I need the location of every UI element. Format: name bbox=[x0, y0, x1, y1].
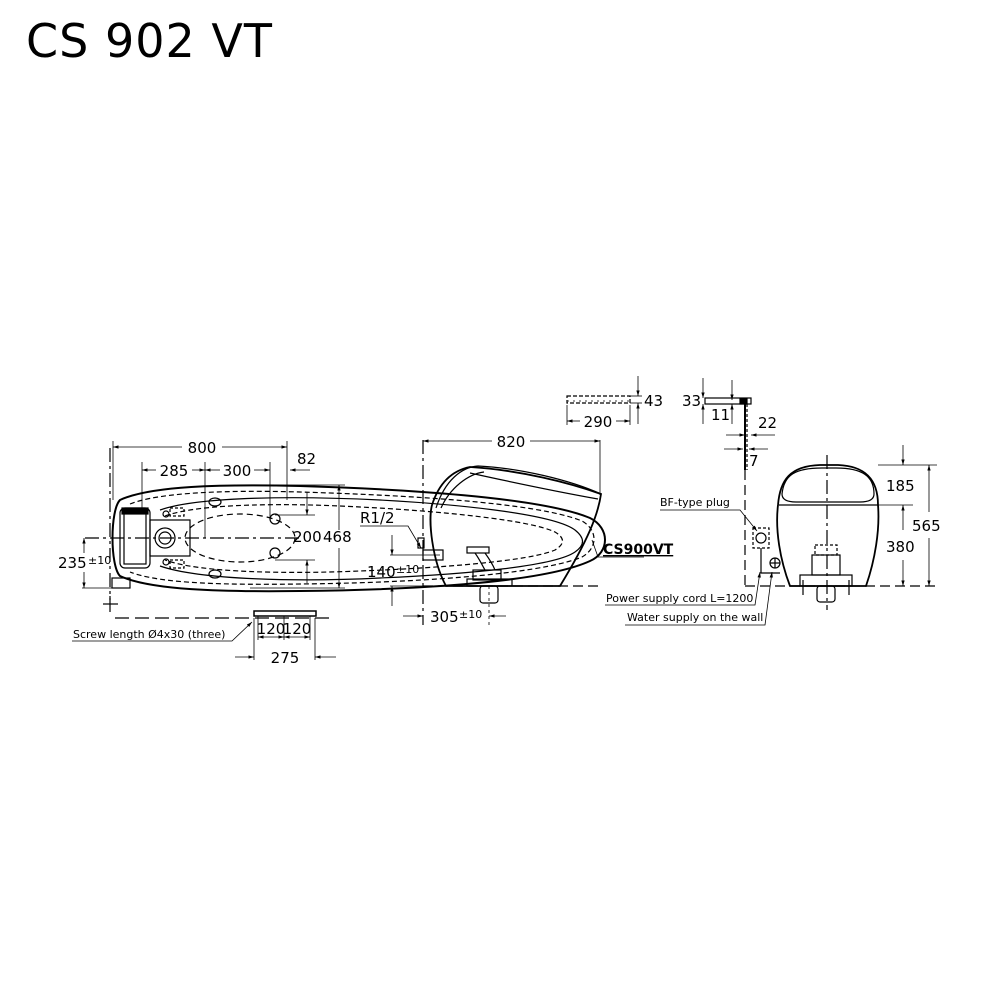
dim-hole-spacing: 200 bbox=[293, 528, 322, 546]
dim-bracket-left: 120 bbox=[257, 620, 286, 638]
dim-bowl-height: 380 bbox=[886, 538, 915, 556]
dim-holder-depth: 11 bbox=[711, 406, 730, 424]
dim-overall-width: 468 bbox=[323, 528, 352, 546]
dim-side-length: 820 bbox=[497, 433, 526, 451]
dim-supply-height-tol: ±10 bbox=[396, 563, 419, 576]
plug-label: BF-type plug bbox=[660, 496, 730, 509]
dim-to-center: 285 bbox=[160, 462, 189, 480]
remote-view bbox=[566, 376, 642, 425]
dim-bracket-right: 120 bbox=[283, 620, 312, 638]
dim-holder-height: 33 bbox=[682, 392, 701, 410]
dim-overall-length: 800 bbox=[188, 439, 217, 457]
dim-center-to-hole: 300 bbox=[223, 462, 252, 480]
dim-supply-tolerance: ±10 bbox=[88, 554, 111, 567]
bracket-view bbox=[72, 610, 336, 660]
page-title: CS 902 VT bbox=[26, 14, 273, 68]
dim-drain-offset-tol: ±10 bbox=[459, 608, 482, 621]
thread-label: R1/2 bbox=[360, 509, 395, 527]
water-supply-label: Water supply on the wall bbox=[627, 611, 763, 624]
dim-supply-offset: 235 bbox=[58, 554, 87, 572]
dim-front-overhang: 82 bbox=[297, 450, 316, 468]
top-view bbox=[82, 441, 606, 612]
holder-view bbox=[701, 378, 775, 470]
power-cord-label: Power supply cord L=1200 bbox=[606, 592, 753, 605]
dim-remote-height: 43 bbox=[644, 392, 663, 410]
dim-supply-height: 140 bbox=[367, 563, 396, 581]
model-label: CS900VT bbox=[603, 542, 674, 558]
dim-drain-offset: 305 bbox=[430, 608, 459, 626]
screw-note: Screw length Ø4x30 (three) bbox=[73, 628, 225, 641]
dim-remote-width: 290 bbox=[584, 413, 613, 431]
side-view bbox=[360, 439, 644, 625]
dim-overall-height: 565 bbox=[912, 517, 941, 535]
dim-bracket-overall: 275 bbox=[271, 649, 300, 667]
dim-holder-projection: 22 bbox=[758, 414, 777, 432]
dim-holder-plate: 7 bbox=[749, 452, 759, 470]
dim-seat-height: 185 bbox=[886, 477, 915, 495]
front-view bbox=[605, 445, 937, 626]
